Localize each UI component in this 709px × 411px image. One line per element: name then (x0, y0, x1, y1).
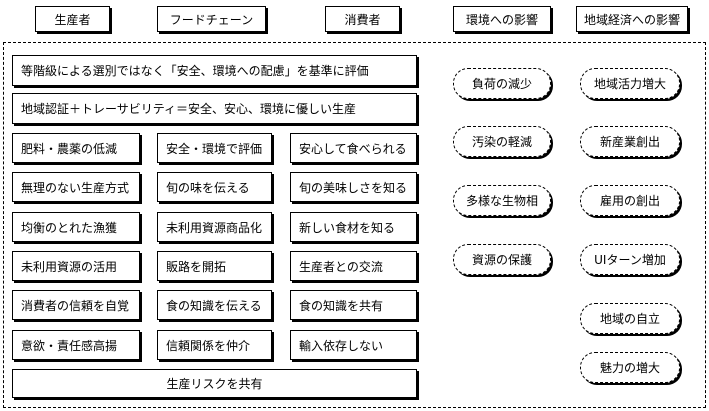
wide-row-evaluation: 等階級による選別ではなく「安全、環境への配慮」を基準に評価 (12, 55, 417, 86)
producer-item: 消費者の信頼を自覚 (12, 290, 140, 320)
consumer-item: 生産者との交流 (290, 251, 417, 281)
producer-item: 均衡のとれた漁獲 (12, 212, 140, 242)
wide-row-certification: 地域認証＋トレーサビリティ＝安全、安心、環境に優しい生産 (12, 93, 417, 124)
food-chain-item: 販路を開拓 (157, 251, 272, 281)
consumer-item: 食の知識を共有 (290, 290, 417, 320)
producer-item: 無理のない生産方式 (12, 172, 140, 202)
economy-effect: 魅力の増大 (580, 352, 680, 383)
consumer-item: 輸入依存しない (290, 330, 417, 360)
economy-effect: UIターン増加 (580, 244, 680, 275)
food-chain-item: 旬の味を伝える (157, 172, 272, 202)
food-chain-item: 未利用資源商品化 (157, 212, 272, 242)
producer-item: 未利用資源の活用 (12, 251, 140, 281)
header-consumer: 消費者 (325, 6, 400, 32)
header-food-chain: フードチェーン (157, 6, 266, 32)
food-chain-item: 食の知識を伝える (157, 290, 272, 320)
economy-effect: 新産業創出 (580, 126, 680, 157)
consumer-item: 旬の美味しさを知る (290, 172, 417, 202)
producer-item: 意欲・責任感高揚 (12, 330, 140, 360)
diagram-frame (3, 42, 706, 408)
food-chain-item: 信頼関係を仲介 (157, 330, 272, 360)
consumer-item: 新しい食材を知る (290, 212, 417, 242)
bottom-row-shared-risk: 生産リスクを共有 (12, 369, 417, 398)
header-regional-economy: 地域経済への影響 (576, 6, 688, 32)
consumer-item: 安心して食べられる (290, 133, 417, 163)
economy-effect: 地域活力増大 (580, 68, 680, 99)
economy-effect: 雇用の創出 (580, 185, 680, 216)
environment-effect: 多様な生物相 (453, 185, 551, 216)
producer-item: 肥料・農薬の低減 (12, 133, 140, 163)
food-chain-item: 安全・環境で評価 (157, 133, 272, 163)
header-environment: 環境への影響 (453, 6, 551, 32)
header-producer: 生産者 (35, 6, 110, 32)
environment-effect: 資源の保護 (453, 244, 551, 275)
economy-effect: 地域の自立 (580, 303, 680, 334)
environment-effect: 負荷の減少 (453, 68, 551, 99)
environment-effect: 汚染の軽減 (453, 126, 551, 157)
